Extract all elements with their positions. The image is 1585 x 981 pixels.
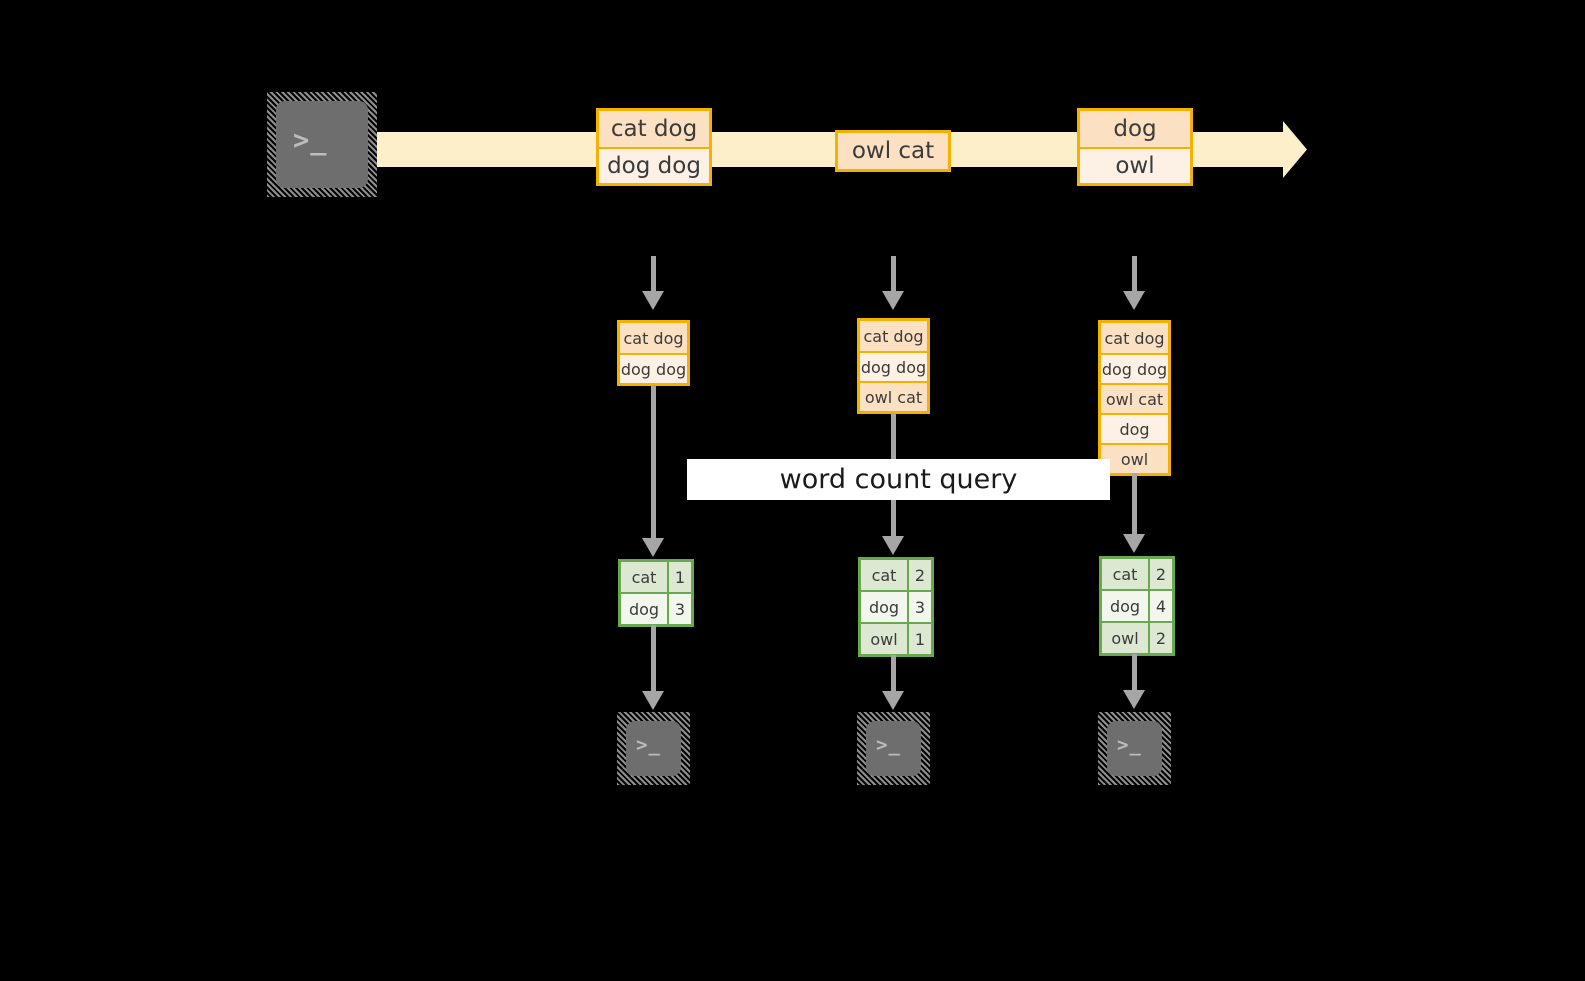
result-word: cat bbox=[621, 562, 667, 592]
sink-connector-2-arrowhead bbox=[882, 691, 904, 710]
terminal-prompt-glyph: >_ bbox=[293, 125, 328, 156]
sink-terminal-icon-2: >_ bbox=[857, 712, 930, 785]
sink-terminal-icon-3: >_ bbox=[1098, 712, 1171, 785]
drop-connector-3-arrowhead bbox=[1123, 291, 1145, 310]
drop-connector-2-arrowhead bbox=[882, 291, 904, 310]
accumulated-line: dog dog bbox=[1101, 353, 1168, 383]
result-row: owl 1 bbox=[861, 622, 931, 654]
terminal-screen: >_ bbox=[626, 721, 681, 776]
accumulated-line: dog bbox=[1101, 413, 1168, 443]
source-terminal-icon: >_ bbox=[267, 92, 377, 197]
accumulated-input-table-2: cat dog dog dog owl cat bbox=[857, 318, 930, 414]
result-word: dog bbox=[861, 592, 907, 622]
result-word: dog bbox=[1102, 591, 1148, 621]
query-connector-1 bbox=[651, 385, 656, 540]
result-row: cat 2 bbox=[1102, 559, 1172, 589]
accumulated-line: dog dog bbox=[620, 353, 687, 383]
stream-record-line: cat dog bbox=[599, 111, 709, 147]
drop-connector-3 bbox=[1132, 256, 1137, 294]
stream-record-batch-1: cat dog dog dog bbox=[596, 108, 712, 186]
result-count: 1 bbox=[907, 624, 931, 654]
accumulated-input-table-3: cat dog dog dog owl cat dog owl bbox=[1098, 320, 1171, 476]
stream-record-line: dog bbox=[1080, 111, 1190, 147]
stream-record-batch-2: owl cat bbox=[835, 130, 951, 172]
terminal-prompt-glyph: >_ bbox=[1117, 734, 1142, 756]
result-table-1: cat 1 dog 3 bbox=[618, 559, 694, 627]
drop-connector-1 bbox=[651, 256, 656, 294]
accumulated-line: cat dog bbox=[860, 321, 927, 351]
result-table-3: cat 2 dog 4 owl 2 bbox=[1099, 556, 1175, 656]
result-table-2: cat 2 dog 3 owl 1 bbox=[858, 557, 934, 657]
query-banner-label: word count query bbox=[779, 464, 1018, 495]
terminal-prompt-glyph: >_ bbox=[876, 734, 901, 756]
accumulated-input-table-1: cat dog dog dog bbox=[617, 320, 690, 386]
sink-connector-3-arrowhead bbox=[1123, 690, 1145, 709]
result-count: 1 bbox=[667, 562, 691, 592]
result-row: owl 2 bbox=[1102, 621, 1172, 653]
query-connector-3 bbox=[1132, 473, 1137, 540]
stream-record-batch-3: dog owl bbox=[1077, 108, 1193, 186]
sink-connector-1-arrowhead bbox=[642, 691, 664, 710]
sink-connector-3 bbox=[1132, 654, 1137, 692]
accumulated-line: owl cat bbox=[860, 381, 927, 411]
sink-terminal-icon-1: >_ bbox=[617, 712, 690, 785]
result-row: dog 4 bbox=[1102, 589, 1172, 621]
result-count: 3 bbox=[907, 592, 931, 622]
result-count: 2 bbox=[1148, 623, 1172, 653]
query-banner: word count query bbox=[687, 459, 1110, 500]
result-row: dog 3 bbox=[861, 590, 931, 622]
result-row: cat 2 bbox=[861, 560, 931, 590]
sink-connector-2 bbox=[891, 655, 896, 693]
result-word: cat bbox=[1102, 559, 1148, 589]
result-word: dog bbox=[621, 594, 667, 624]
stream-record-line: owl cat bbox=[838, 133, 948, 169]
query-connector-2-arrowhead bbox=[882, 536, 904, 555]
result-word: cat bbox=[861, 560, 907, 590]
query-connector-3-arrowhead bbox=[1123, 534, 1145, 553]
result-word: owl bbox=[1102, 623, 1148, 653]
terminal-screen: >_ bbox=[1107, 721, 1162, 776]
terminal-screen: >_ bbox=[276, 101, 368, 188]
accumulated-line: cat dog bbox=[1101, 323, 1168, 353]
result-count: 2 bbox=[1148, 559, 1172, 589]
accumulated-line: owl bbox=[1101, 443, 1168, 473]
result-count: 3 bbox=[667, 594, 691, 624]
drop-connector-1-arrowhead bbox=[642, 291, 664, 310]
sink-connector-1 bbox=[651, 625, 656, 693]
result-word: owl bbox=[861, 624, 907, 654]
result-row: dog 3 bbox=[621, 592, 691, 624]
result-count: 2 bbox=[907, 560, 931, 590]
query-connector-1-arrowhead bbox=[642, 538, 664, 557]
terminal-prompt-glyph: >_ bbox=[636, 734, 661, 756]
accumulated-line: owl cat bbox=[1101, 383, 1168, 413]
stream-timeline-arrowhead bbox=[1257, 121, 1307, 178]
result-count: 4 bbox=[1148, 591, 1172, 621]
terminal-screen: >_ bbox=[866, 721, 921, 776]
stream-record-line: owl bbox=[1080, 147, 1190, 183]
stream-record-line: dog dog bbox=[599, 147, 709, 183]
result-row: cat 1 bbox=[621, 562, 691, 592]
accumulated-line: dog dog bbox=[860, 351, 927, 381]
drop-connector-2 bbox=[891, 256, 896, 294]
accumulated-line: cat dog bbox=[620, 323, 687, 353]
